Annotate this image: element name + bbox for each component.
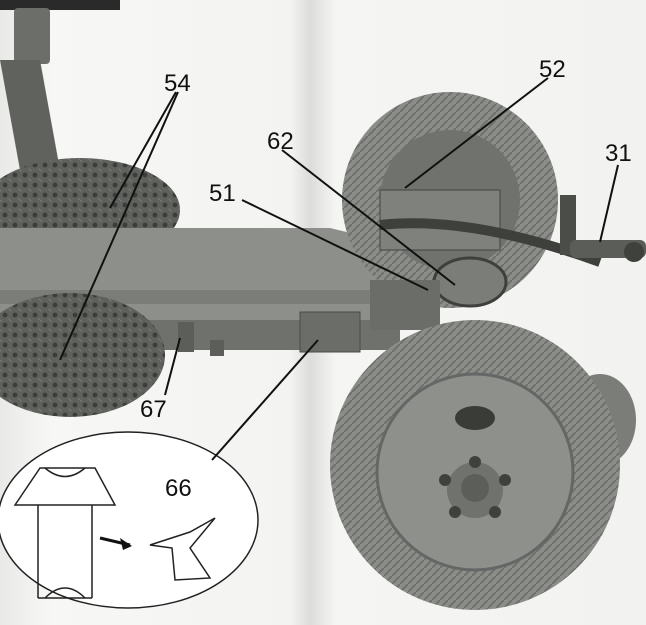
part-label-54: 54 <box>164 70 191 97</box>
part-label-67: 67 <box>140 396 167 423</box>
part-66-mount <box>299 311 361 353</box>
part-label-66: 66 <box>165 475 192 502</box>
top-edge-shadow <box>0 0 120 10</box>
part-label-62: 62 <box>267 128 294 155</box>
part-label-31: 31 <box>605 140 632 167</box>
left-hull-side <box>0 60 60 170</box>
upper-post <box>14 8 50 64</box>
lower-tread-plate <box>0 293 165 417</box>
part-label-52: 52 <box>539 56 566 83</box>
part-66-folded <box>149 517 216 581</box>
part-label-51: 51 <box>209 180 236 207</box>
